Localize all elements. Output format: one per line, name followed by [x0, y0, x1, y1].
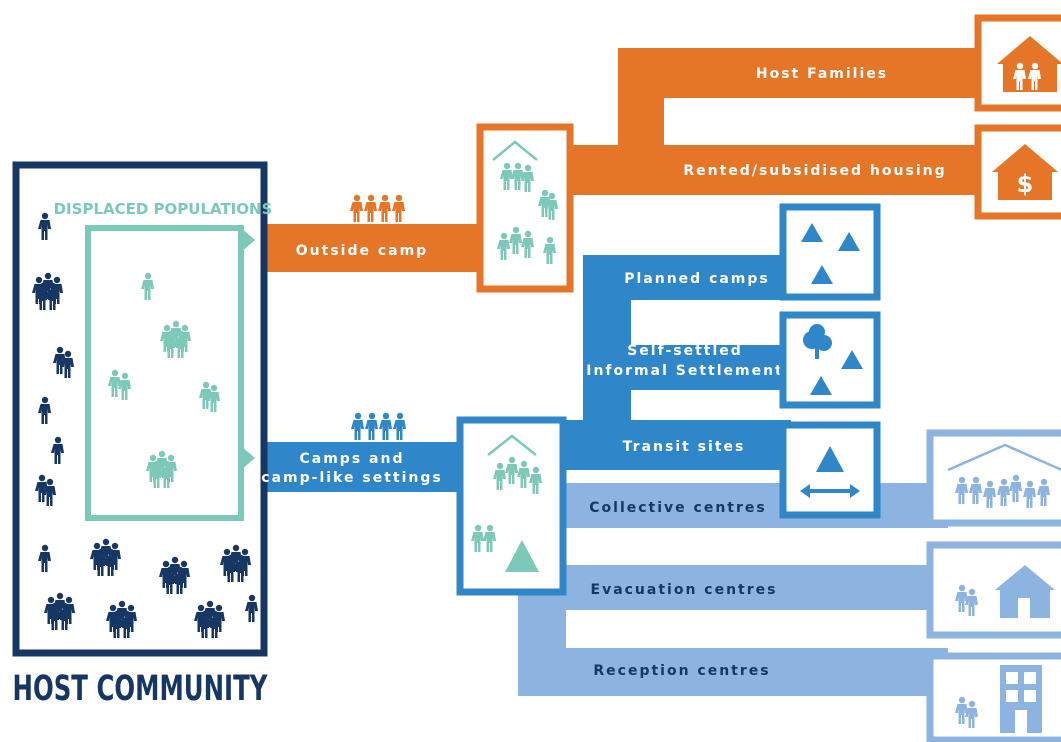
collective-centres-label: Collective centres	[589, 500, 766, 516]
reception-building-icon	[955, 665, 1042, 733]
camps-hub-icon	[471, 434, 542, 572]
host-families-label: Host Families	[756, 66, 888, 82]
self-settled-label-line2: Informal Settlement	[586, 363, 784, 379]
rented-housing-label: Rented/subsidised housing	[683, 163, 946, 179]
camps-label-line2: camp-like settings	[261, 470, 442, 486]
svg-text:$: $	[1017, 170, 1034, 198]
blue-connectors	[245, 255, 791, 492]
self-settled-label-line1: Self-settled	[627, 343, 743, 359]
displaced-populations-label: DISPLACED POPULATIONS	[54, 200, 273, 218]
transit-sites-label: Transit sites	[623, 439, 746, 455]
blue-people-icon	[351, 412, 406, 440]
house-dollar-icon: $	[992, 144, 1058, 200]
planned-camps-label: Planned camps	[624, 271, 770, 287]
orange-connectors	[245, 48, 978, 272]
house-family-icon	[997, 36, 1061, 92]
collective-building-icon	[947, 443, 1061, 508]
orange-people-icon	[350, 194, 405, 222]
collective-centres-box	[926, 429, 1061, 527]
camps-hub-box	[456, 416, 567, 596]
reception-centres-label: Reception centres	[593, 663, 770, 679]
host-community-title: HOST COMMUNITY	[13, 669, 268, 709]
transit-tent-icon	[800, 446, 860, 498]
evacuation-house-icon	[955, 565, 1055, 618]
outside-camp-label: Outside camp	[296, 243, 428, 259]
camps-label-line1: Camps and	[300, 451, 405, 467]
tree-tents-icon	[803, 324, 863, 395]
outside-camp-hub-icon	[492, 140, 558, 264]
evacuation-centres-label: Evacuation centres	[591, 582, 778, 598]
self-settled-box	[779, 311, 881, 409]
